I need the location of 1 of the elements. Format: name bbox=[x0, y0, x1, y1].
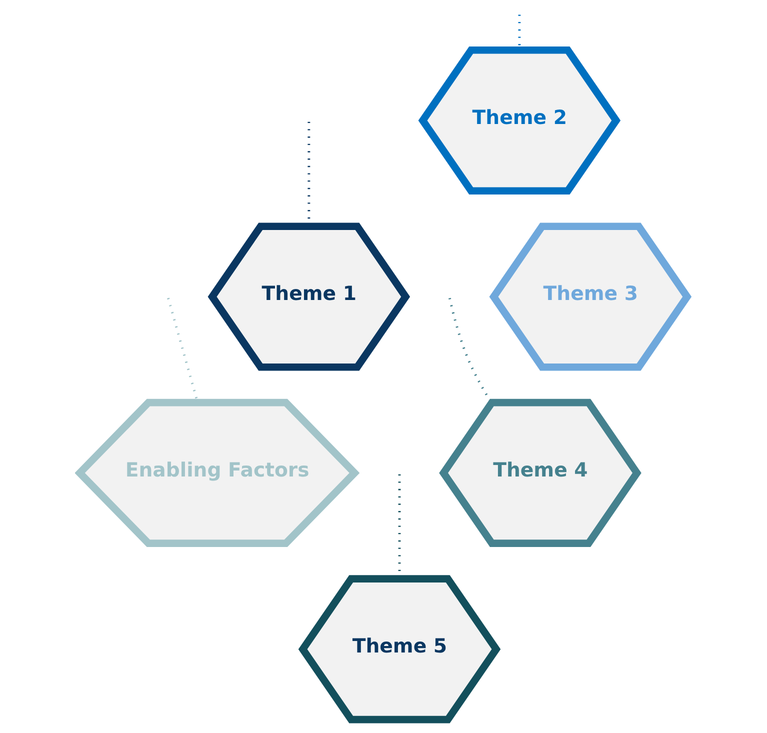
connector bbox=[448, 298, 492, 404]
